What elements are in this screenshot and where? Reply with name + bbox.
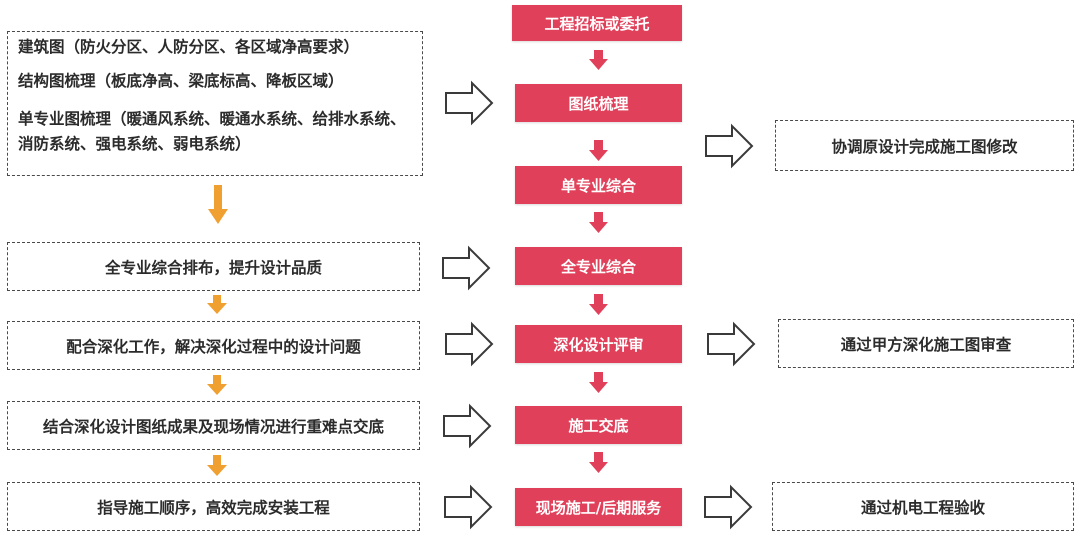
step-drawing-review: 图纸梳理 [515, 84, 682, 122]
step-construction-briefing: 施工交底 [515, 406, 682, 444]
hollow-right-arrow-icon [705, 123, 754, 169]
step-design-review: 深化设计评审 [515, 325, 682, 363]
step-site-construction-label: 现场施工/后期服务 [535, 498, 662, 517]
orange-down-arrow-icon [208, 185, 228, 224]
red-down-arrow-icon [589, 294, 608, 315]
red-down-arrow-icon [589, 140, 608, 161]
hollow-right-arrow-icon [443, 403, 492, 449]
deepening-text: 配合深化工作，解决深化过程中的设计问题 [66, 337, 361, 356]
step-tender: 工程招标或委托 [512, 5, 682, 41]
step-design-review-label: 深化设计评审 [553, 335, 644, 354]
briefing-box: 结合深化设计图纸成果及现场情况进行重难点交底 [7, 401, 420, 450]
hollow-right-arrow-icon [445, 321, 494, 367]
red-down-arrow-icon [589, 50, 608, 70]
step-tender-label: 工程招标或委托 [544, 14, 650, 33]
result-acceptance-text: 通过机电工程验收 [860, 498, 985, 517]
coordination-text: 全专业综合排布，提升设计品质 [104, 258, 322, 277]
guidance-text: 指导施工顺序，高效完成安装工程 [97, 498, 330, 517]
red-down-arrow-icon [589, 372, 608, 393]
drawings-line-disciplines: 单专业图梳理（暖通风系统、暖通水系统、给排水系统、消防系统、强电系统、弱电系统） [18, 110, 406, 153]
step-all-discipline-label: 全专业综合 [560, 257, 636, 276]
result-owner-review-box: 通过甲方深化施工图审查 [778, 319, 1074, 368]
guidance-box: 指导施工顺序，高效完成安装工程 [7, 482, 420, 531]
result-acceptance-box: 通过机电工程验收 [772, 482, 1074, 531]
hollow-right-arrow-icon [442, 245, 491, 291]
coordination-box: 全专业综合排布，提升设计品质 [7, 242, 420, 291]
orange-down-arrow-icon [207, 295, 227, 314]
step-construction-briefing-label: 施工交底 [568, 416, 629, 435]
hollow-right-arrow-icon [707, 321, 756, 367]
step-drawing-review-label: 图纸梳理 [568, 94, 629, 113]
result-owner-review-text: 通过甲方深化施工图审查 [840, 335, 1012, 354]
hollow-right-arrow-icon [445, 80, 494, 126]
drawings-review-box: 建筑图（防火分区、人防分区、各区域净高要求） 结构图梳理（板底净高、梁底标高、降… [7, 31, 423, 176]
result-drawing-revision-box: 协调原设计完成施工图修改 [775, 120, 1074, 171]
step-site-construction: 现场施工/后期服务 [515, 488, 682, 526]
drawings-line-structure: 结构图梳理（板底净高、梁底标高、降板区域） [18, 71, 344, 90]
drawings-line-architecture: 建筑图（防火分区、人防分区、各区域净高要求） [18, 38, 360, 56]
red-down-arrow-icon [589, 212, 608, 233]
orange-down-arrow-icon [207, 455, 227, 476]
briefing-text: 结合深化设计图纸成果及现场情况进行重难点交底 [42, 417, 384, 436]
orange-down-arrow-icon [207, 375, 227, 395]
red-down-arrow-icon [589, 452, 608, 473]
deepening-box: 配合深化工作，解决深化过程中的设计问题 [7, 321, 420, 370]
hollow-right-arrow-icon [704, 484, 753, 530]
result-drawing-revision-text: 协调原设计完成施工图修改 [831, 137, 1018, 156]
step-single-discipline-label: 单专业综合 [560, 176, 636, 195]
step-single-discipline: 单专业综合 [515, 166, 682, 204]
hollow-right-arrow-icon [444, 484, 493, 530]
step-all-discipline: 全专业综合 [515, 247, 682, 285]
